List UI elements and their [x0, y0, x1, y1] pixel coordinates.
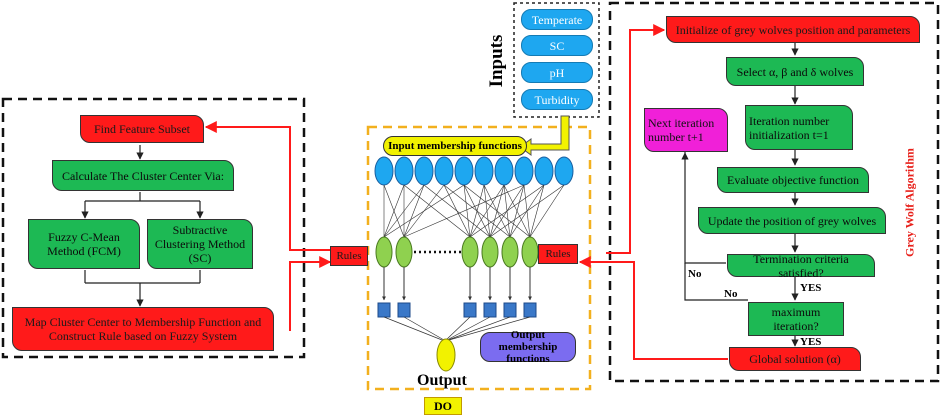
evaluate-box: Evaluate objective function: [717, 167, 869, 193]
input-item-sc: SC: [521, 35, 593, 56]
rule-connections: [383, 184, 565, 238]
arrow-max-no-loop: [684, 263, 748, 301]
arrow-global-to-rules: [578, 256, 728, 360]
no-label-termination: No: [688, 268, 702, 280]
input-membership-nodes: [374, 156, 574, 186]
termination-box: Termination criteria satisfied?: [727, 252, 875, 280]
inputs-title: Inputs: [486, 34, 507, 88]
input-item-temperate: Temperate: [521, 9, 593, 30]
rule-nodes: [375, 236, 539, 268]
right-panel-frame: [608, 1, 940, 383]
input-item-turbidity: Turbidity: [521, 89, 593, 110]
sc-method-box: Subtractive Clustering Method (SC): [147, 219, 253, 269]
output-do-tag: DO: [424, 397, 462, 415]
output-title: Output: [417, 372, 467, 389]
output-node: [436, 338, 456, 372]
next-iteration-box: Next iteration number t+1: [644, 108, 728, 152]
output-membership-label: Output membership functions: [480, 329, 576, 365]
global-solution-box: Global solution (α): [729, 347, 861, 371]
yes-label-max: YES: [800, 336, 822, 348]
arrow-map-to-rules: [289, 256, 332, 331]
grey-wolf-title: Grey Wolf Algorithm: [902, 148, 917, 257]
inputs-panel-frame: [513, 2, 600, 118]
max-iteration-box: maximum iteration?: [748, 302, 844, 336]
inputs-feed-arrow: [519, 115, 570, 156]
rules-right-tag: Rules: [538, 244, 578, 264]
left-panel-frame: [1, 97, 306, 359]
yes-label-termination: YES: [800, 282, 822, 294]
initialize-box: Initialize of grey wolves position and p…: [666, 16, 920, 43]
arrow-rules-to-find: [204, 121, 330, 251]
update-position-box: Update the position of grey wolves: [698, 207, 886, 234]
find-feature-subset-box: Find Feature Subset: [80, 115, 204, 143]
select-wolves-box: Select α, β and δ wolves: [726, 57, 864, 86]
output-membership-nodes: [377, 302, 537, 318]
rules-left-tag: Rules: [330, 246, 368, 266]
input-item-ph: pH: [521, 62, 593, 83]
no-label-max: No: [724, 288, 738, 300]
arrow-rules-to-initialize: [606, 24, 666, 254]
iteration-init-box: Iteration number initialization t=1: [745, 105, 853, 150]
input-membership-label: Input membership functions: [383, 136, 527, 156]
fcm-method-box: Fuzzy C-Mean Method (FCM): [28, 219, 140, 269]
calculate-cluster-center-box: Calculate The Cluster Center Via:: [52, 160, 234, 191]
map-cluster-center-box: Map Cluster Center to Membership Functio…: [12, 307, 274, 351]
